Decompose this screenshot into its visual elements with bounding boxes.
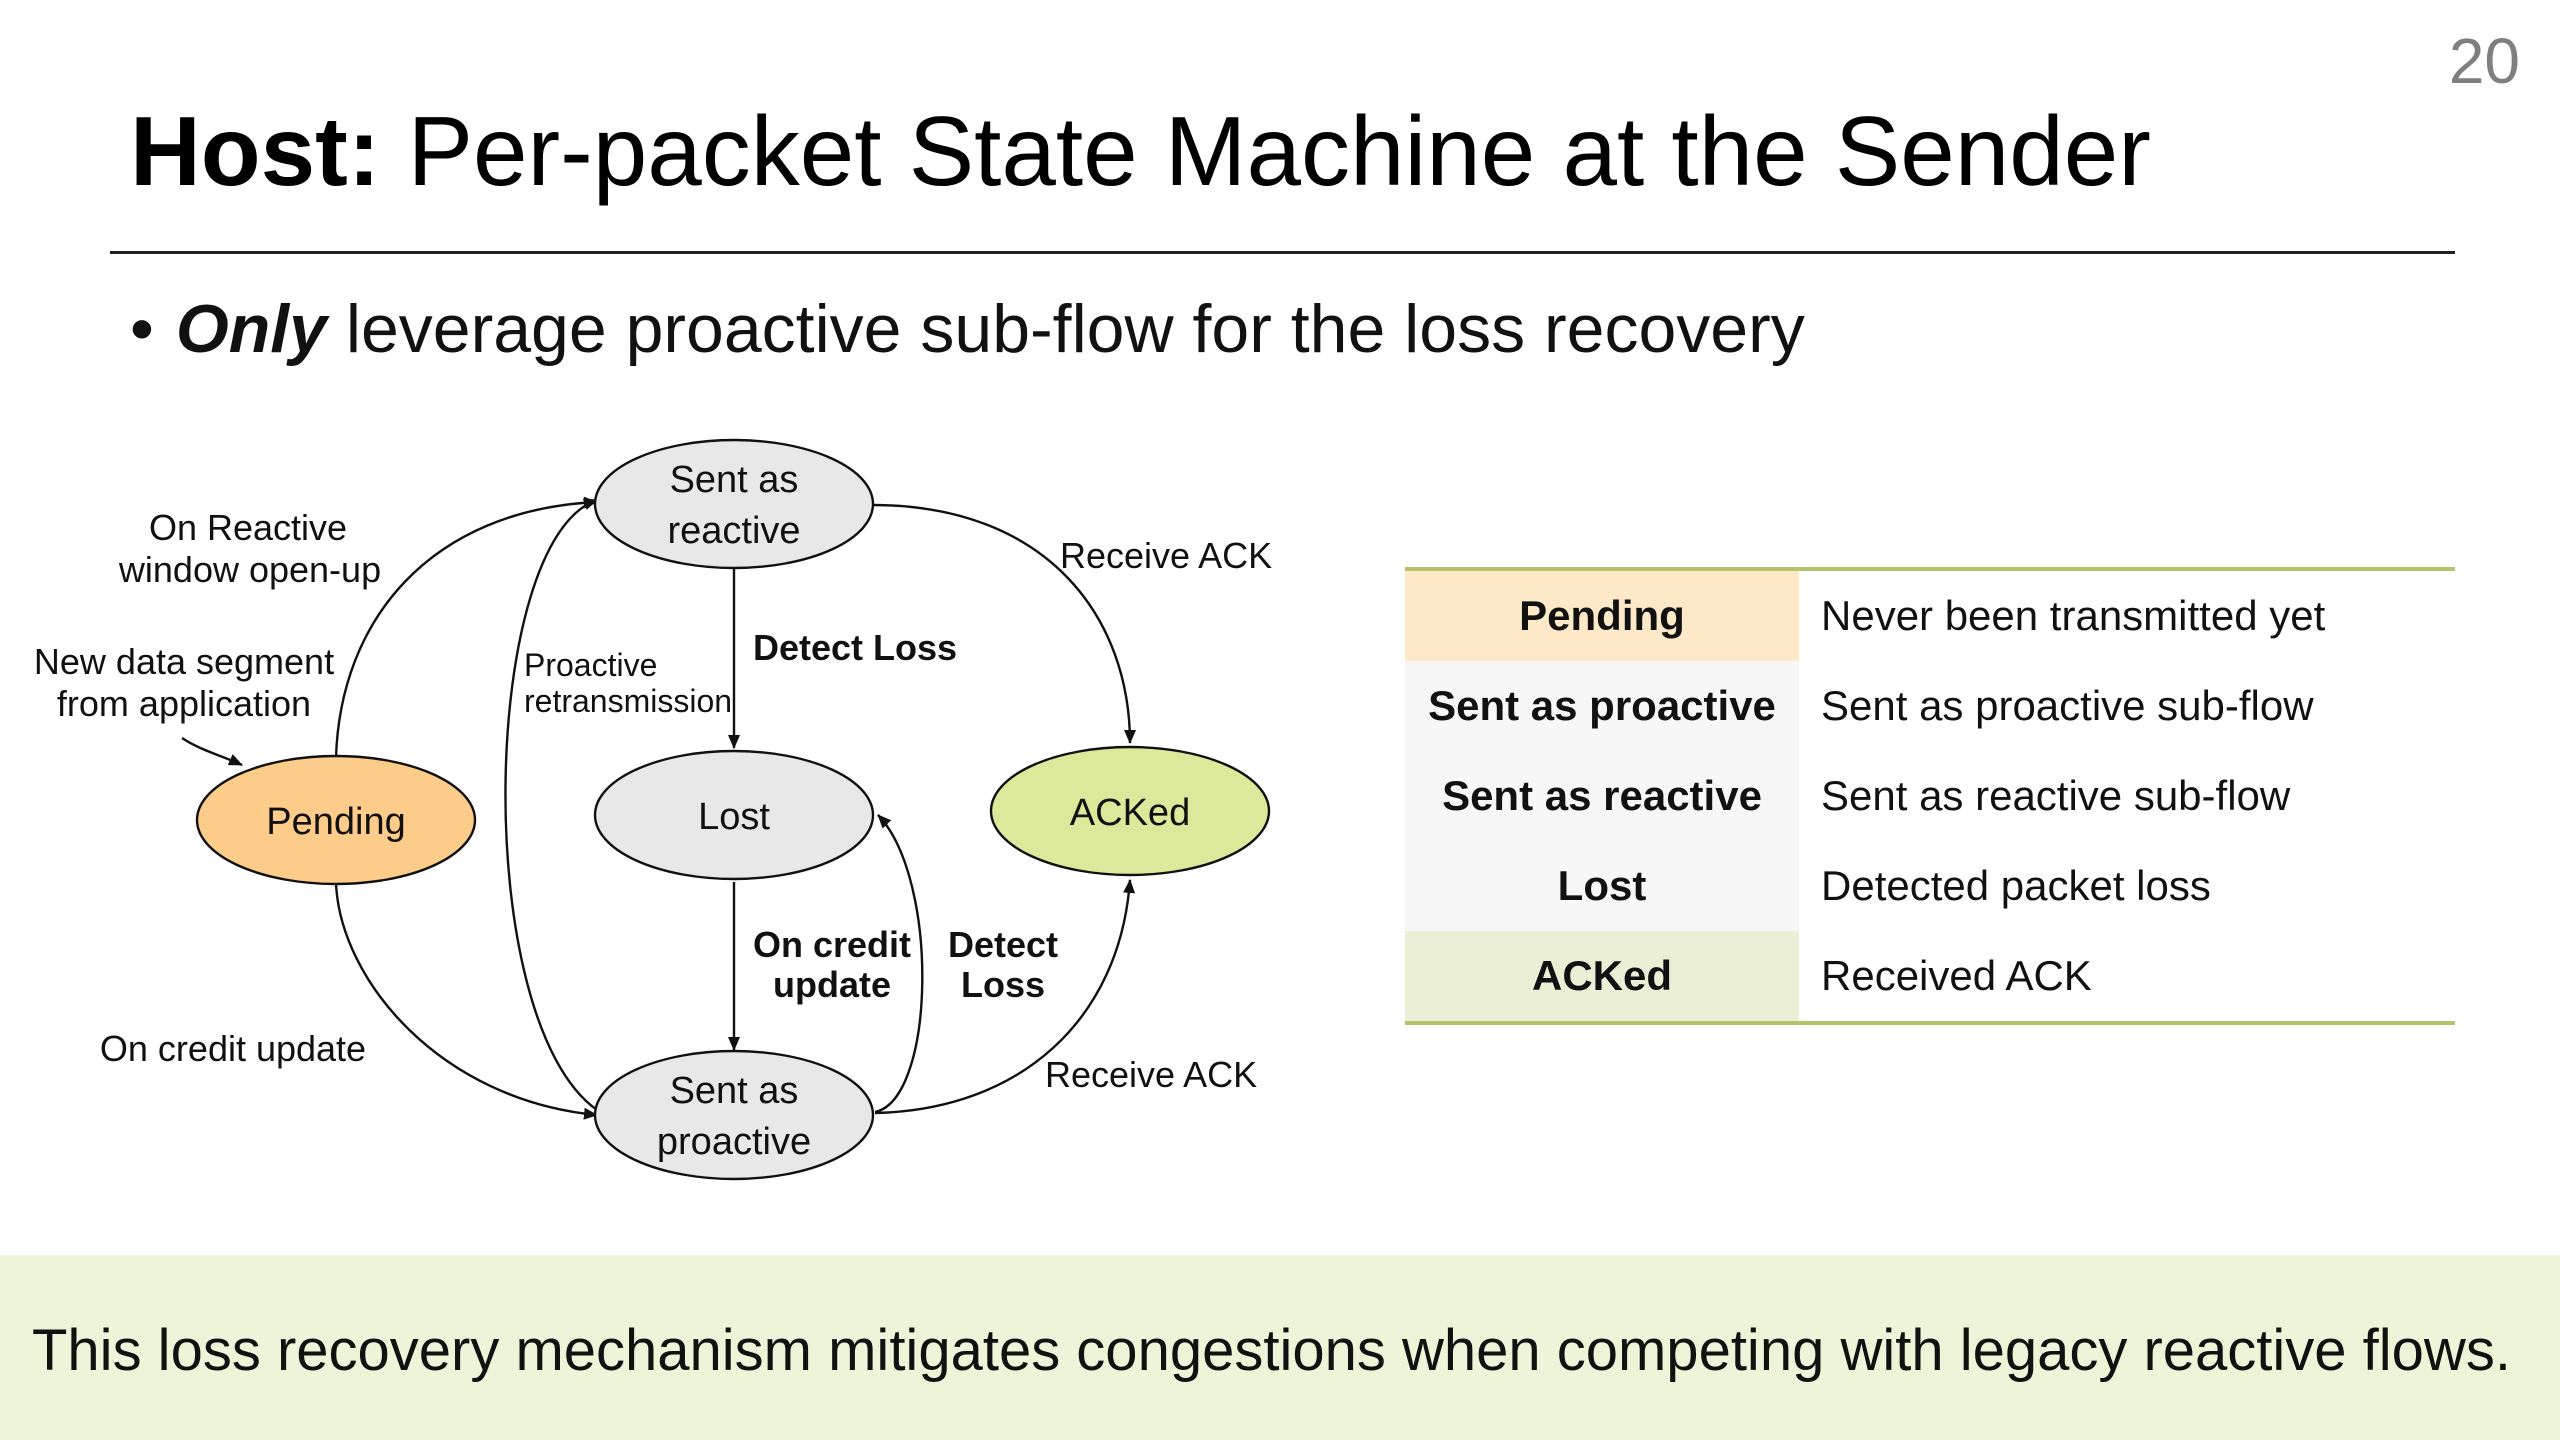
label-detect-loss-right-1: Detect: [948, 924, 1058, 965]
node-label-proactive-2: proactive: [657, 1121, 811, 1163]
node-acked: [989, 745, 1271, 877]
edge-new-data-arrow: [181, 737, 243, 767]
node-label-reactive-2: reactive: [667, 510, 800, 552]
slide-number: 20: [2448, 25, 2520, 97]
node-pending: [195, 754, 477, 886]
label-receive-ack-bottom: Receive ACK: [1045, 1054, 1257, 1095]
bullet-point: • Only leverage proactive sub-flow for th…: [130, 290, 1805, 368]
legend-description: Never been transmitted yet: [1821, 592, 2326, 639]
label-on-reactive-1: On Reactive: [149, 507, 347, 548]
title-bold: Host:: [130, 96, 381, 206]
state-machine-diagram: Sent as reactive Pending Lost ACKed Sent…: [34, 438, 1272, 1181]
state-legend-table: Pending Never been transmitted yet Sent …: [1405, 567, 2455, 1027]
legend-state: Lost: [1405, 841, 1799, 931]
edge-reactive-to-acked: [871, 503, 1136, 744]
title-divider: [110, 251, 2455, 254]
label-detect-loss-right-2: Loss: [961, 964, 1045, 1005]
edge-pending-to-reactive: [334, 496, 598, 759]
label-on-credit-update: On credit update: [100, 1028, 366, 1069]
legend-row-sent-as-reactive: Sent as reactive Sent as reactive sub-fl…: [1405, 751, 2455, 841]
edge-proactive-to-acked: [874, 879, 1136, 1115]
legend-row-sent-as-proactive: Sent as proactive Sent as proactive sub-…: [1405, 661, 2455, 751]
legend-bottom-rule: [1405, 1021, 2455, 1027]
legend-description: Received ACK: [1821, 952, 2092, 999]
legend-description: Sent as reactive sub-flow: [1821, 772, 2291, 819]
label-proactive-retx-2: retransmission: [524, 683, 732, 719]
label-receive-ack-top: Receive ACK: [1060, 535, 1272, 576]
takeaway-banner: This loss recovery mechanism mitigates c…: [0, 1255, 2560, 1440]
label-new-data-2: from application: [57, 683, 311, 724]
title-rest: Per-packet State Machine at the Sender: [380, 96, 2151, 206]
legend-state: Pending: [1405, 571, 1799, 661]
legend-state: ACKed: [1405, 931, 1799, 1023]
label-detect-loss-top: Detect Loss: [753, 627, 957, 668]
node-label-reactive-1: Sent as: [670, 459, 799, 501]
bullet-emphasis: Only: [175, 291, 327, 367]
node-label-proactive-1: Sent as: [670, 1070, 799, 1112]
label-new-data-1: New data segment: [34, 641, 334, 682]
bullet-dot: •: [130, 291, 154, 367]
legend-state: Sent as reactive: [1405, 751, 1799, 841]
legend-row-acked: ACKed Received ACK: [1405, 931, 2455, 1023]
legend-row-lost: Lost Detected packet loss: [1405, 841, 2455, 931]
legend-row-pending: Pending Never been transmitted yet: [1405, 571, 2455, 661]
node-lost: [593, 749, 875, 881]
edge-pending-to-proactive: [334, 882, 598, 1120]
slide-title: Host: Per-packet State Machine at the Se…: [130, 95, 2151, 208]
legend-description: Detected packet loss: [1821, 862, 2211, 909]
node-label-pending: Pending: [266, 801, 405, 843]
edge-proactive-retransmission: [504, 498, 612, 1123]
takeaway-text: This loss recovery mechanism mitigates c…: [32, 1318, 2511, 1383]
edge-proactive-to-lost: [874, 814, 924, 1114]
node-sent-as-reactive: [593, 438, 875, 570]
node-sent-as-proactive: [593, 1049, 875, 1181]
legend-description: Sent as proactive sub-flow: [1821, 682, 2314, 729]
node-label-lost: Lost: [698, 796, 770, 838]
legend-state: Sent as proactive: [1405, 661, 1799, 751]
label-on-credit-bold-1: On credit: [753, 924, 911, 965]
node-label-acked: ACKed: [1070, 792, 1190, 834]
label-on-reactive-2: window open-up: [118, 549, 381, 590]
label-on-credit-bold-2: update: [773, 964, 891, 1005]
bullet-text: leverage proactive sub-flow for the loss…: [326, 291, 1805, 367]
label-proactive-retx-1: Proactive: [524, 647, 657, 683]
